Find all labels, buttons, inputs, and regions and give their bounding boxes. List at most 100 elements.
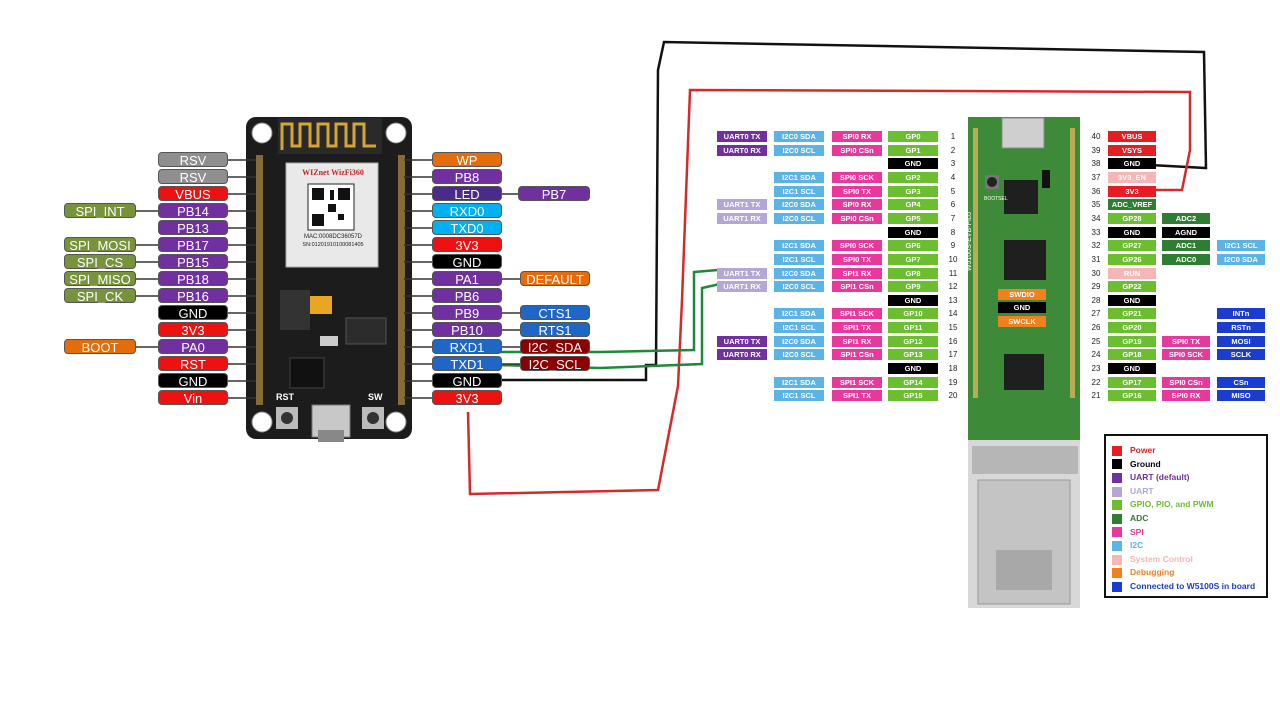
pico-left-pin-label: UART0 RX [717, 349, 767, 361]
legend-item: System Control [1112, 553, 1193, 565]
pico-left-pin-number: 13 [948, 295, 958, 305]
pico-left-pin-label: SPI1 TX [832, 390, 882, 402]
legend-label: Connected to W5100S in board [1130, 581, 1256, 591]
pico-left-pin-label: GP3 [888, 185, 938, 197]
pico-left-pin-label: SPI1 SCK [832, 308, 882, 320]
pico-left-pin-label: I2C0 SCL [774, 144, 824, 156]
pico-left-pin-label: GND [888, 158, 938, 170]
pico-left-pin-label: SPI0 CSn [832, 144, 882, 156]
legend-swatch [1112, 486, 1122, 497]
pico-left-pin-label: UART1 TX [717, 267, 767, 279]
legend-label: Debugging [1130, 567, 1175, 578]
wifi-pin-pb18: PB18 [158, 271, 228, 287]
wizfi-logo: WIZnet WizFi360 [302, 168, 364, 177]
legend-item: ADC [1112, 512, 1148, 524]
wifi-pin-gnd-1: GND [158, 305, 228, 321]
pico-gnd-mid: GND [998, 302, 1046, 313]
legend-swatch [1112, 459, 1122, 470]
pico-left-pin-number: 18 [948, 364, 958, 374]
pico-right-pin-number: 30 [1091, 268, 1101, 278]
pico-right-pin-label: GP21 [1108, 308, 1156, 320]
wifi-pin-pb9: PB9 [432, 305, 502, 321]
pico-right-pin-label: GP18 [1108, 349, 1156, 361]
pico-left-pin-label: UART1 TX [717, 199, 767, 211]
wifi-pin-rxd0: RXD0 [432, 203, 502, 219]
pico-left-pin-number: 4 [950, 172, 956, 182]
pico-left-pin-label: I2C0 SCL [774, 212, 824, 224]
pico-right-pin-label: SPI0 RX [1162, 390, 1210, 402]
pico-left-pin-label: GP15 [888, 390, 938, 402]
pico-left-pin-label: SPI0 CSn [832, 212, 882, 224]
pico-right-pin-label: GP16 [1108, 390, 1156, 402]
pico-right-pin-label: MISO [1217, 390, 1265, 402]
pico-left-pin-label: UART0 TX [717, 335, 767, 347]
legend-label: System Control [1130, 553, 1193, 564]
legend-swatch [1112, 472, 1122, 483]
pico-swdio: SWDIO [998, 289, 1046, 300]
pico-left-pin-number: 10 [948, 254, 958, 264]
pico-left-pin-label: GP5 [888, 212, 938, 224]
wifi-pin-rxd1: RXD1 [432, 339, 502, 355]
pico-left-pin-label: GP1 [888, 144, 938, 156]
pico-right-pin-number: 40 [1091, 132, 1101, 141]
pico-left-pin-label: SPI0 SCK [832, 171, 882, 183]
wifi-extra-spi-int: SPI_INT [64, 203, 136, 219]
pico-right-pin-label: ADC0 [1162, 253, 1210, 265]
legend-label: UART (default) [1130, 472, 1190, 483]
pico-left-pin-label: UART0 TX [717, 131, 767, 142]
pico-left-pin-label: I2C1 SCL [774, 185, 824, 197]
legend-item: I2C [1112, 539, 1143, 551]
pico-right-pin-label: AGND [1162, 226, 1210, 238]
wifi-pin-pb6: PB6 [432, 288, 502, 304]
pico-left-pin-label: UART0 RX [717, 144, 767, 156]
pico-left-pin-label: I2C0 SDA [774, 131, 824, 142]
pico-left-pin-number: 20 [948, 391, 958, 401]
pico-right-pin-number: 38 [1091, 159, 1101, 169]
pico-left-pin-number: 9 [950, 241, 956, 251]
pico-right-pin-label: RSTn [1217, 322, 1265, 334]
pico-left-pin-label: I2C0 SCL [774, 349, 824, 361]
wifi-pin-rsv-2: RSV [158, 169, 228, 185]
pico-right-pin-label: ADC2 [1162, 212, 1210, 224]
wifi-pin-vbus: VBUS [158, 186, 228, 202]
pico-left-pin-label: I2C0 SCL [774, 281, 824, 293]
wifi-pin-pa1: PA1 [432, 271, 502, 287]
pico-right-pin-label: GP26 [1108, 253, 1156, 265]
pico-right-pin-number: 35 [1091, 200, 1101, 210]
legend-item: UART [1112, 485, 1154, 497]
legend-swatch [1112, 500, 1122, 511]
legend-label: Ground [1130, 458, 1161, 469]
pico-left-pin-label: SPI0 SCK [832, 240, 882, 252]
wifi-pin-3v3-1: 3V3 [158, 322, 228, 338]
pico-bootsel-label: BOOTSEL [984, 196, 1008, 202]
wifi-extra-cts1: CTS1 [520, 305, 590, 321]
pico-left-pin-number: 6 [950, 200, 956, 210]
pico-swclk: SWCLK [998, 316, 1046, 327]
pico-left-pin-number: 14 [948, 309, 958, 319]
pico-right-pin-number: 26 [1091, 323, 1101, 333]
wifi-pin-pa0: PA0 [158, 339, 228, 355]
legend-label: UART [1130, 485, 1154, 496]
pico-board-label: W5100S-EVB-Pico [966, 211, 974, 272]
pico-left-pin-label: SPI1 RX [832, 335, 882, 347]
pico-right-pin-label: SCLK [1217, 349, 1265, 361]
wifi-pin-gnd-2: GND [158, 373, 228, 389]
pico-left-pin-label: GP14 [888, 376, 938, 388]
legend-item: UART (default) [1112, 471, 1190, 483]
pico-left-pin-label: I2C1 SCL [774, 253, 824, 265]
sw-label: SW [368, 392, 383, 402]
pico-left-pin-number: 8 [950, 227, 956, 237]
wifi-pin-pb8: PB8 [432, 169, 502, 185]
pico-right-pin-label: GND [1108, 294, 1156, 306]
legend-item: Ground [1112, 458, 1161, 470]
pico-left-pin-label: I2C0 SDA [774, 199, 824, 211]
pico-left-pin-label: I2C0 SDA [774, 267, 824, 279]
pico-right-pin-label: SPI0 TX [1162, 335, 1210, 347]
pico-left-pin-label: GP0 [888, 131, 938, 142]
legend-swatch [1112, 445, 1122, 456]
wifi-pin-vin: Vin [158, 390, 228, 406]
pico-right-pin-label: VSYS [1108, 144, 1156, 156]
pico-right-pin-label: GND [1108, 363, 1156, 375]
pico-left-pin-label: UART1 RX [717, 281, 767, 293]
